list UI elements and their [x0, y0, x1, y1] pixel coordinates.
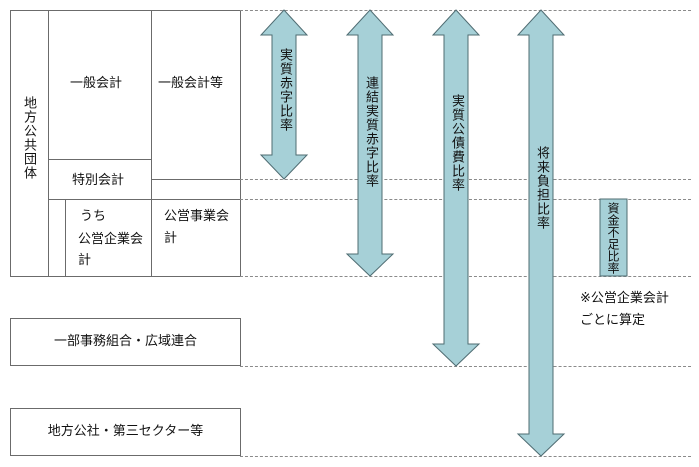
guide-line-third-sector — [240, 456, 691, 457]
fund-shortage-box — [599, 198, 628, 277]
local-government-label: 地方公共団体 — [21, 96, 36, 180]
real-deficit-label: 実質赤字比率 — [277, 48, 292, 132]
divider-horizontal-generaletc — [151, 179, 241, 180]
future-burden-label: 将来負担比率 — [534, 146, 549, 230]
general-account-etc-label: 一般会計等 — [158, 76, 224, 91]
future-burden-arrow — [516, 9, 566, 457]
partial-union-box: 一部事務組合・広域連合 — [10, 318, 241, 366]
real-deficit-arrow — [259, 9, 309, 180]
consolidated-deficit-label: 連結実質赤字比率 — [363, 76, 378, 188]
third-sector-box: 地方公社・第三セクター等 — [10, 408, 241, 456]
guide-line-union — [240, 366, 691, 367]
divider-horizontal-public — [48, 199, 241, 200]
fund-shortage-label: 資金不足比率 — [606, 202, 620, 274]
divider-vertical-a — [48, 10, 49, 277]
special-account-label: 特別会計 — [72, 173, 125, 188]
consolidated-deficit-arrow — [345, 9, 395, 277]
divider-vertical-b — [151, 10, 152, 277]
guide-line-top — [240, 10, 691, 11]
note-line-2: ごとに算定 — [580, 313, 646, 328]
general-account-label: 一般会計 — [70, 76, 123, 91]
partial-union-label: 一部事務組合・広域連合 — [53, 334, 197, 349]
real-debt-service-label: 実質公債費比率 — [449, 94, 464, 192]
note-line-1: ※公営企業会計 — [580, 291, 669, 306]
of-which-label: うち — [80, 209, 107, 224]
divider-vertical-inner — [65, 199, 66, 277]
public-enterprise-account-label: 公営企業会計 — [78, 232, 144, 268]
third-sector-label: 地方公社・第三セクター等 — [47, 424, 204, 439]
divider-horizontal-special — [48, 159, 152, 160]
public-enterprise-label: 公営事業会計 — [164, 209, 230, 246]
real-debt-service-arrow — [431, 9, 481, 367]
note: ※公営企業会計 ごとに算定 — [580, 288, 669, 332]
